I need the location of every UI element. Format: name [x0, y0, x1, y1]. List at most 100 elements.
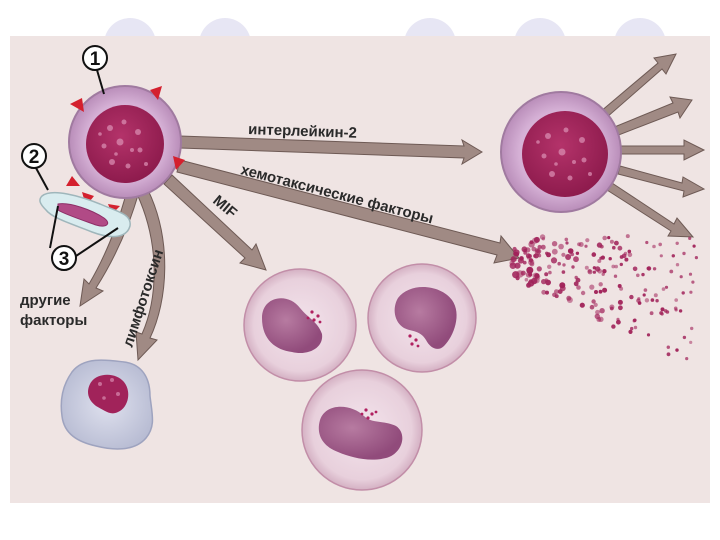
- particle: [599, 308, 604, 313]
- particle: [571, 265, 574, 268]
- particle: [667, 346, 670, 349]
- particle: [545, 278, 548, 281]
- particle: [579, 242, 584, 247]
- particle: [576, 278, 581, 283]
- particle: [510, 262, 517, 269]
- particle: [618, 305, 623, 310]
- particle: [688, 237, 691, 240]
- particle: [576, 252, 579, 255]
- particle: [584, 245, 587, 248]
- particle: [612, 246, 616, 250]
- particle: [693, 245, 696, 248]
- particle: [511, 256, 517, 262]
- particle: [562, 263, 565, 266]
- particle: [589, 285, 594, 290]
- particle: [528, 241, 534, 247]
- particle: [557, 262, 561, 266]
- particle: [680, 275, 683, 278]
- particle: [562, 270, 566, 274]
- particle: [547, 265, 551, 269]
- particle: [618, 284, 622, 288]
- particle: [661, 307, 665, 311]
- particle: [565, 254, 571, 260]
- particle: [610, 307, 614, 311]
- particle: [618, 246, 623, 251]
- callout-1-number: 1: [90, 49, 101, 70]
- particle: [609, 257, 612, 260]
- particle: [513, 247, 517, 251]
- label-other-line1: другие: [20, 292, 71, 309]
- particle: [675, 348, 678, 351]
- particle: [585, 266, 589, 270]
- particle: [594, 290, 598, 294]
- particle: [536, 249, 541, 254]
- particle: [552, 241, 557, 246]
- particle: [581, 291, 585, 295]
- particle: [597, 242, 602, 247]
- particle: [526, 272, 532, 278]
- particle: [614, 241, 619, 246]
- particle: [610, 240, 614, 244]
- particle: [647, 266, 651, 270]
- particle: [669, 270, 673, 274]
- particle: [628, 253, 633, 258]
- sensitized-lymphocyte: [69, 86, 181, 198]
- particle: [614, 275, 617, 278]
- particle: [658, 243, 662, 247]
- particle: [616, 320, 621, 325]
- particle: [592, 252, 597, 257]
- particle: [682, 291, 685, 294]
- particle: [650, 311, 654, 315]
- particle: [682, 252, 685, 255]
- particle: [568, 248, 574, 254]
- particle: [634, 326, 637, 329]
- particle: [620, 263, 623, 266]
- particle: [536, 275, 541, 280]
- particle: [602, 269, 606, 273]
- particle: [633, 267, 638, 272]
- particle: [528, 259, 534, 265]
- particle: [525, 278, 529, 282]
- particle: [601, 256, 605, 260]
- label-other-line2: факторы: [20, 312, 87, 329]
- particle: [590, 305, 595, 310]
- particle: [598, 317, 603, 322]
- particle: [654, 293, 658, 297]
- particle: [611, 265, 615, 269]
- particle: [624, 252, 627, 255]
- particle: [624, 258, 628, 262]
- activated-lymphocyte: [501, 92, 621, 212]
- particle: [689, 341, 692, 344]
- particle: [660, 312, 663, 315]
- particle: [580, 303, 585, 308]
- particle: [683, 336, 686, 339]
- particle: [645, 298, 649, 302]
- particle: [594, 303, 598, 307]
- particle: [512, 271, 519, 278]
- particle: [602, 288, 607, 293]
- particle: [679, 309, 682, 312]
- particle: [541, 245, 546, 250]
- particle: [537, 266, 542, 271]
- particle: [672, 254, 675, 257]
- particle: [674, 298, 678, 302]
- particle: [647, 333, 650, 336]
- particle: [561, 253, 565, 257]
- particle: [528, 280, 535, 287]
- particle: [588, 269, 592, 273]
- particle: [695, 256, 698, 259]
- particle: [552, 249, 558, 255]
- particle: [573, 256, 579, 262]
- particle: [689, 291, 692, 294]
- particle: [602, 236, 607, 241]
- particle: [545, 291, 549, 295]
- particle: [655, 299, 658, 302]
- particle: [611, 324, 615, 328]
- particle: [676, 242, 679, 245]
- particle: [551, 257, 557, 263]
- particle: [651, 298, 655, 302]
- particle: [528, 254, 532, 258]
- particle: [519, 256, 524, 261]
- particle: [548, 271, 552, 275]
- particle: [636, 299, 640, 303]
